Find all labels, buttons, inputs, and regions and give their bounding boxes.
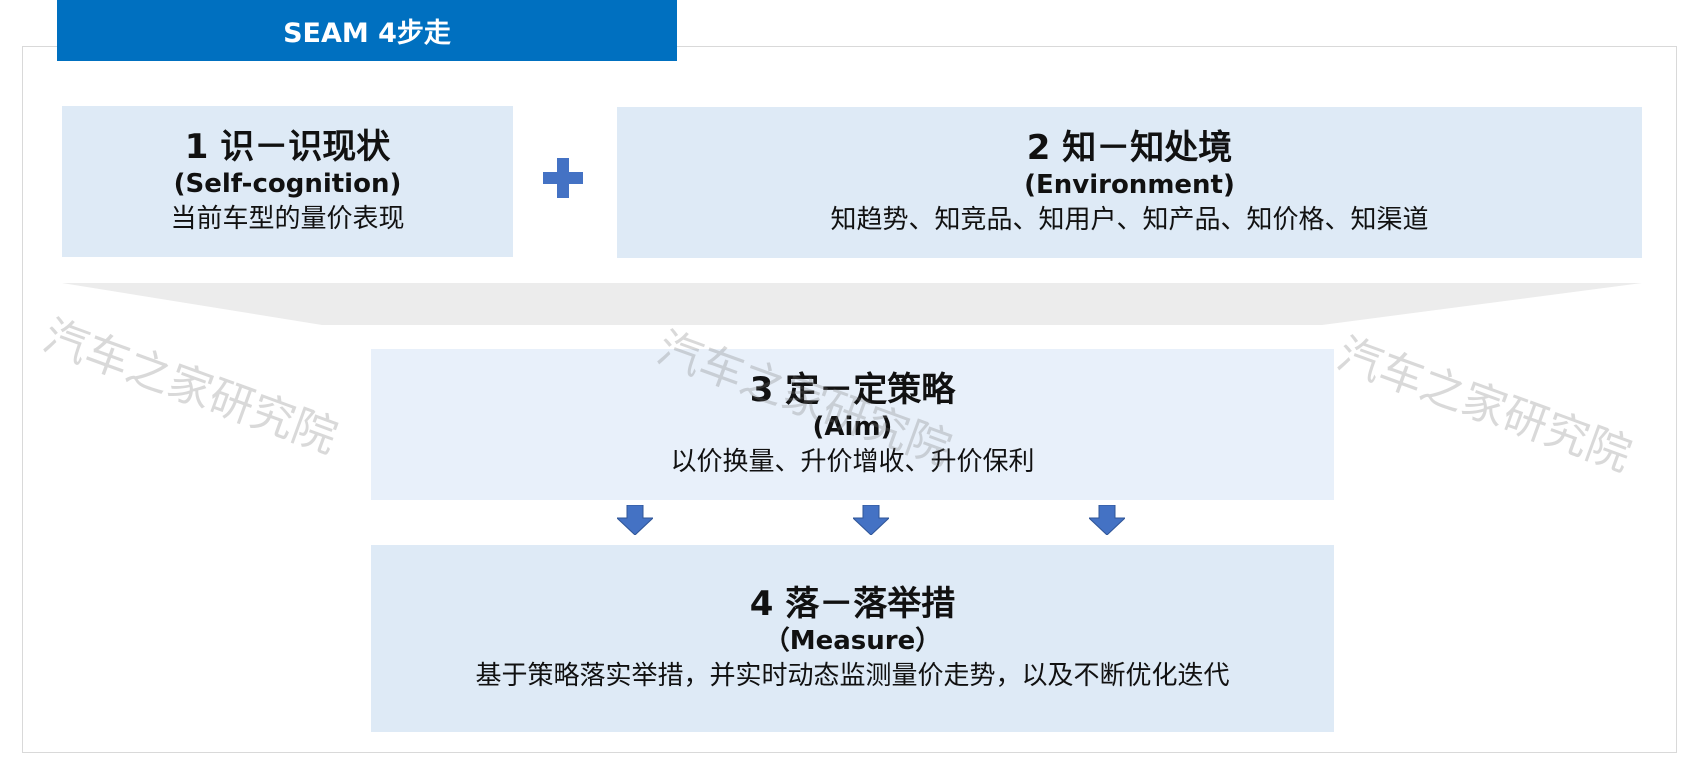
step-2-box: 2 知－知处境 (Environment) 知趋势、知竞品、知用户、知产品、知价… <box>617 107 1642 258</box>
step-3-box: 3 定－定策略 (Aim) 以价换量、升价增收、升价保利 <box>371 349 1334 500</box>
arrow-down-icon <box>853 505 889 535</box>
step-1-subtitle: (Self-cognition) <box>173 169 402 200</box>
step-3-description: 以价换量、升价增收、升价保利 <box>670 447 1035 478</box>
step-4-subtitle: （Measure） <box>763 626 942 657</box>
step-1-description: 当前车型的量价表现 <box>170 204 405 235</box>
header-title: SEAM 4步走 <box>57 0 677 61</box>
step-4-box: 4 落－落举措 （Measure） 基于策略落实举措，并实时动态监测量价走势，以… <box>371 545 1334 732</box>
arrow-down-icon <box>1089 505 1125 535</box>
diagram-frame <box>22 46 1677 753</box>
plus-icon <box>543 158 583 198</box>
step-1-box: 1 识－识现状 (Self-cognition) 当前车型的量价表现 <box>62 106 513 257</box>
funnel-shape <box>62 283 1642 325</box>
step-2-title: 2 知－知处境 <box>1026 127 1233 168</box>
arrow-down-icon <box>617 505 653 535</box>
step-4-description: 基于策略落实举措，并实时动态监测量价走势，以及不断优化迭代 <box>475 661 1230 692</box>
step-3-subtitle: (Aim) <box>812 412 893 443</box>
step-2-description: 知趋势、知竞品、知用户、知产品、知价格、知渠道 <box>830 205 1429 236</box>
step-3-title: 3 定－定策略 <box>749 369 956 410</box>
step-2-subtitle: (Environment) <box>1024 170 1235 201</box>
step-1-title: 1 识－识现状 <box>184 126 391 167</box>
step-4-title: 4 落－落举措 <box>749 583 956 624</box>
